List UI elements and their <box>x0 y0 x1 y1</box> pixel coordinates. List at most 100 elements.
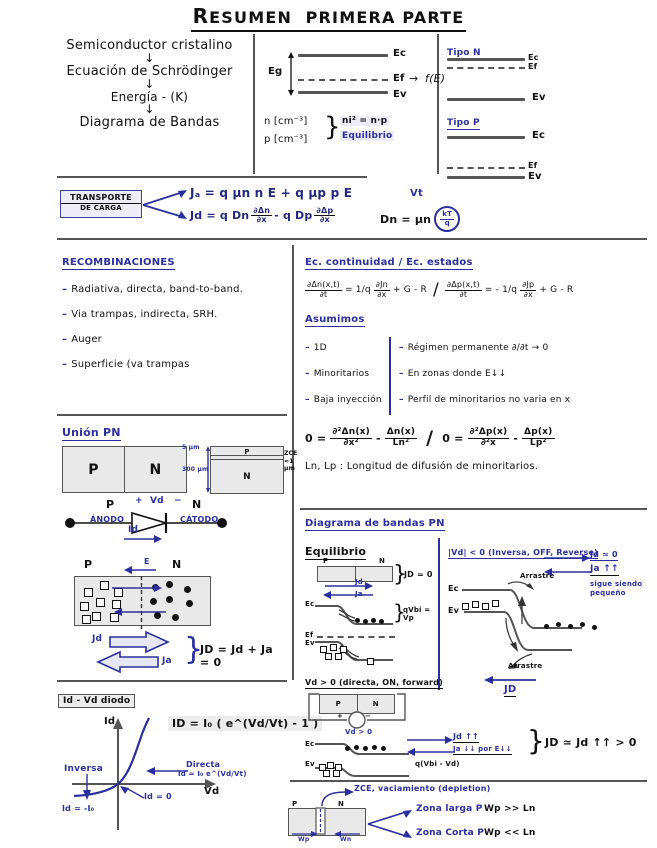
n-type-ev-line <box>447 98 525 101</box>
p-type-ev-line <box>447 176 525 179</box>
forward-ev-label: Ev <box>305 760 315 768</box>
assumption-right: Régimen permanente ∂/∂t → 0 <box>407 343 549 353</box>
steady-state-equations: 0 = ∂²Δn(x) ∂x² - Δn(x) Ln² / 0 = ∂²Δp(x… <box>305 427 650 449</box>
valence-band-line <box>298 91 388 94</box>
intrinsic-band-diagram: Ec Ef Ev Eg → f(E) n [cm⁻³] p [cm⁻³] } n… <box>262 44 445 164</box>
ec-label: Ec <box>393 48 407 59</box>
depletion-case-long: Zona larga P <box>416 804 483 814</box>
diffusion-num-1: ∂Δn <box>251 206 273 217</box>
cont-n-term-num: ∂Jn <box>373 280 390 291</box>
list-bullet-icon: – <box>62 284 68 295</box>
list-bullet-icon: – <box>399 343 404 353</box>
equilibrium-ev-label: Ev <box>305 639 315 647</box>
reverse-arrastre-bottom-label: Arrastre <box>508 662 543 670</box>
diode-anode-label: ÁNODO <box>90 515 125 524</box>
equilibrium-ja-label: Ja <box>355 590 363 598</box>
band-reverse: |Vd| < 0 (Inversa, OFF, Reverse) Ec Ev A… <box>448 540 648 697</box>
flow-step-3: Diagrama de Bandas <box>79 115 220 130</box>
forward-ja-arrow-icon <box>407 748 455 756</box>
assumptions-left-column: – 1D – Minoritarios – Baja inyección <box>305 337 387 415</box>
steady-n-num-1: ∂²Δn(x) <box>330 427 372 439</box>
diffusion-num-2: ∂Δp <box>314 206 336 217</box>
conduction-band-line <box>298 54 388 57</box>
doping-diagrams: Tipo N Ec Ef Ev Tipo P Ec Ef Ev <box>447 40 647 182</box>
diffusion-current-equation: Jd = q Dn ∂Δn ∂x - q Dp ∂Δp ∂x <box>190 206 336 225</box>
depletion-body <box>288 808 366 836</box>
iv-origin-pointer-icon <box>120 786 145 799</box>
reverse-note-line-1: sigue siendo <box>590 580 643 588</box>
n-type-ev-label: Ev <box>532 92 546 103</box>
reverse-jd-arrow-icon <box>544 554 590 562</box>
assumption-right: En zonas donde E↓↓ <box>407 369 507 379</box>
p-units-label: p [cm⁻³] <box>264 134 308 145</box>
reverse-title: |Vd| < 0 (Inversa, OFF, Reverse) <box>448 548 598 559</box>
cont-n-eq: = <box>344 285 353 295</box>
n-units-label: n [cm⁻³] <box>264 116 308 127</box>
cont-n-coef: 1/q <box>355 285 371 295</box>
zce-pointer-icon <box>321 788 354 807</box>
wafer-top-dim-label: 5 μm <box>182 444 200 451</box>
iv-direct-pointer-icon <box>146 767 188 775</box>
depletion-region-icon <box>315 807 326 835</box>
depletion-case-long-cond: Wp >> Ln <box>484 804 536 814</box>
transport-box-line2: DE CARGA <box>80 204 122 212</box>
forward-p-label: P <box>319 694 358 714</box>
diode-n-label: N <box>192 498 202 511</box>
flow-arrow-icon: ↓ <box>144 77 155 91</box>
forward-jd-note: Jd ↑↑ <box>453 732 479 743</box>
cont-p-term-num: ∂Jp <box>520 280 537 291</box>
steady-p-num-1: ∂²Δp(x) <box>467 427 510 439</box>
title-word-two: PRIMERA PARTE <box>305 8 465 27</box>
forward-n-label: N <box>357 694 395 714</box>
divider-horizontal-5 <box>57 680 287 682</box>
cont-p-lhs-den: ∂t <box>459 289 468 299</box>
diode-minus-sign: − <box>174 496 182 506</box>
cont-p-eq: = - <box>484 285 500 295</box>
wafer-cross-section: P N 5 μm 300 μm ZCE ≈1 μm <box>182 444 297 494</box>
recombinations-section: RECOMBINACIONES – Radiativa, directa, ba… <box>62 250 287 370</box>
continuity-equations: ∂Δn(x,t) ∂t = 1/q ∂Jn ∂x + G - R / ∂Δp(x… <box>305 280 650 300</box>
ja-block-arrow-icon <box>96 650 159 674</box>
intro-flow: Semiconductor cristalino ↓ Ecuación de S… <box>52 38 247 130</box>
carrier-field-label: E <box>144 557 150 566</box>
diode-symbol-diagram: P + Vd − N ÁNODO CÁTODO Id <box>62 496 262 546</box>
n-type-ef-line <box>447 67 525 69</box>
continuity-section: Ec. continuidad / Ec. estados ∂Δn(x,t) ∂… <box>305 250 650 472</box>
forward-circuit-icon <box>308 693 406 729</box>
n-type-ef-label: Ef <box>528 62 538 71</box>
iv-y-axis-label: Id <box>104 716 116 727</box>
flow-arrow-icon: ↓ <box>144 51 155 65</box>
diode-id-label: Id <box>128 525 139 535</box>
recombination-item: Via trampas, indirecta, SRH. <box>71 309 218 320</box>
band-pn-heading: Diagrama de bandas PN <box>305 518 445 531</box>
p-type-ec-line <box>447 136 525 139</box>
equilibrium-ef-line <box>317 636 395 638</box>
reverse-jtot-arrow-icon <box>484 676 536 684</box>
depletion-n-label: N <box>338 800 345 808</box>
einstein-lead: Dn = μn <box>380 212 432 226</box>
carrier-diagram: P N E <box>62 557 282 674</box>
diode-p-label: P <box>106 498 115 511</box>
zce-label: ZCE, vaciamiento (depletion) <box>354 784 491 793</box>
thermal-voltage-label: Vt <box>410 188 423 199</box>
equilibrium-p-label: P <box>323 557 329 565</box>
forward-barrier-label: q(Vbi - Vd) <box>415 760 460 768</box>
title-word-one: ESUMEN <box>209 8 293 27</box>
diffusion-den-2: ∂x <box>319 215 330 225</box>
wafer-p-layer-label: P <box>244 447 250 456</box>
steady-n-num-2: Δn(x) <box>384 427 418 439</box>
reverse-band-bending <box>462 581 582 669</box>
cont-n-term-den: ∂x <box>377 289 387 299</box>
continuity-divider: / <box>432 280 439 300</box>
equilibrium-title: Equilibrio <box>305 545 367 560</box>
steady-p-num-2: Δp(x) <box>522 427 555 439</box>
eg-arrow-icon <box>288 52 294 96</box>
list-bullet-icon: – <box>62 359 68 370</box>
iv-curve-plot: Id Vd Directa Id ≃ I₀ e^(Vd/Vt) Inversa … <box>58 712 288 840</box>
drift-current-equation: Jₐ = q μn n E + q μp p E <box>190 186 353 200</box>
p-type-ef-label: Ef <box>528 161 538 170</box>
pn-junction-heading: Unión PN <box>62 426 121 441</box>
equilibrium-conduction-band <box>315 605 393 625</box>
wafer-dim-arrow-icon <box>206 446 210 493</box>
pn-block-n: N <box>125 446 187 493</box>
